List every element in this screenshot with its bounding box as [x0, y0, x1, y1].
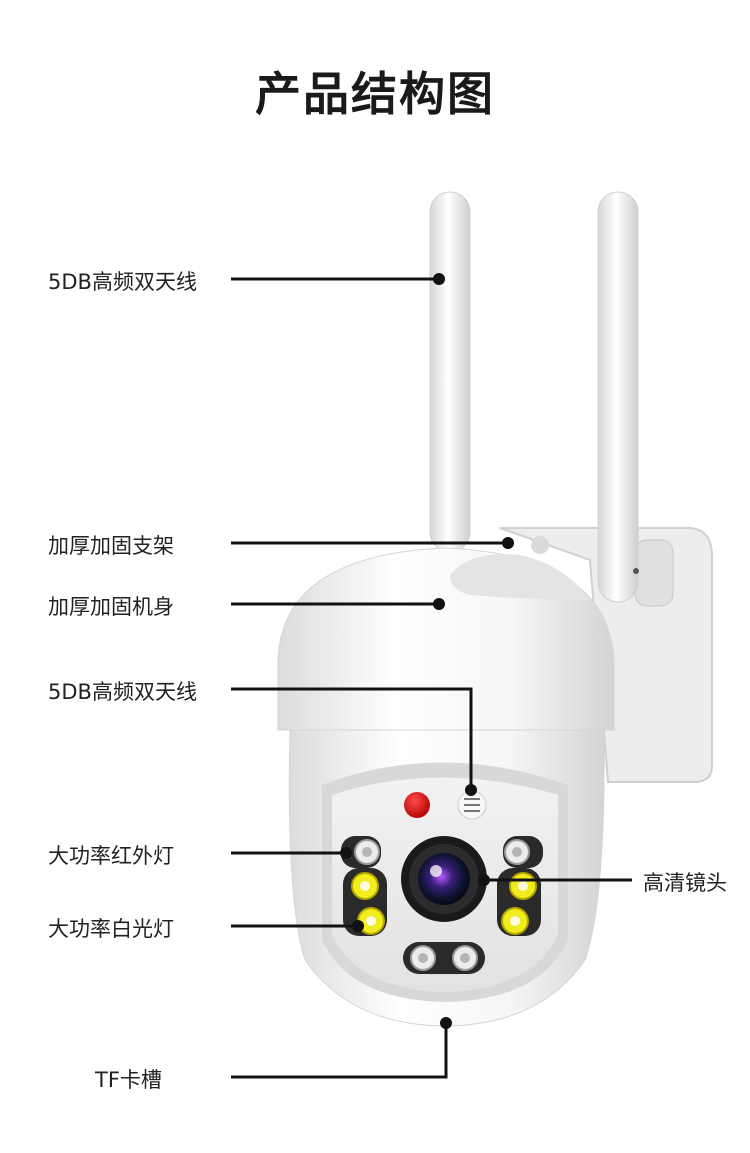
ir-led-bottom [403, 942, 485, 974]
camera-dome [277, 547, 615, 731]
antenna-left [429, 191, 471, 553]
label-white-light: 大功率白光灯 [48, 917, 174, 941]
ir-led-right [503, 836, 543, 868]
callout-dot [340, 847, 352, 859]
label-lens: 高清镜头 [643, 871, 727, 895]
callout-dot [433, 598, 445, 610]
indicator-light [404, 792, 430, 818]
label-bracket: 加厚加固支架 [48, 534, 174, 558]
white-led-left [343, 868, 387, 936]
label-body: 加厚加固机身 [48, 595, 174, 619]
lens [401, 836, 487, 922]
callout-dot [433, 273, 445, 285]
label-antenna-top: 5DB高频双天线 [48, 270, 197, 294]
callout-dot [440, 1017, 452, 1029]
label-ir-light: 大功率红外灯 [48, 844, 174, 868]
label-antenna-mid: 5DB高频双天线 [48, 680, 197, 704]
white-led-right [497, 868, 541, 936]
callout-dot [478, 874, 490, 886]
callout-antenna-mid [231, 687, 473, 790]
label-tf-slot: TF卡槽 [95, 1068, 162, 1092]
antenna-right [597, 191, 639, 603]
page-title: 产品结构图 [255, 67, 495, 121]
callout-dot [465, 784, 477, 796]
callout-dot [352, 920, 364, 932]
ir-led-left [341, 836, 381, 868]
callout-dot [502, 537, 514, 549]
callout-tf-slot [231, 1023, 448, 1079]
